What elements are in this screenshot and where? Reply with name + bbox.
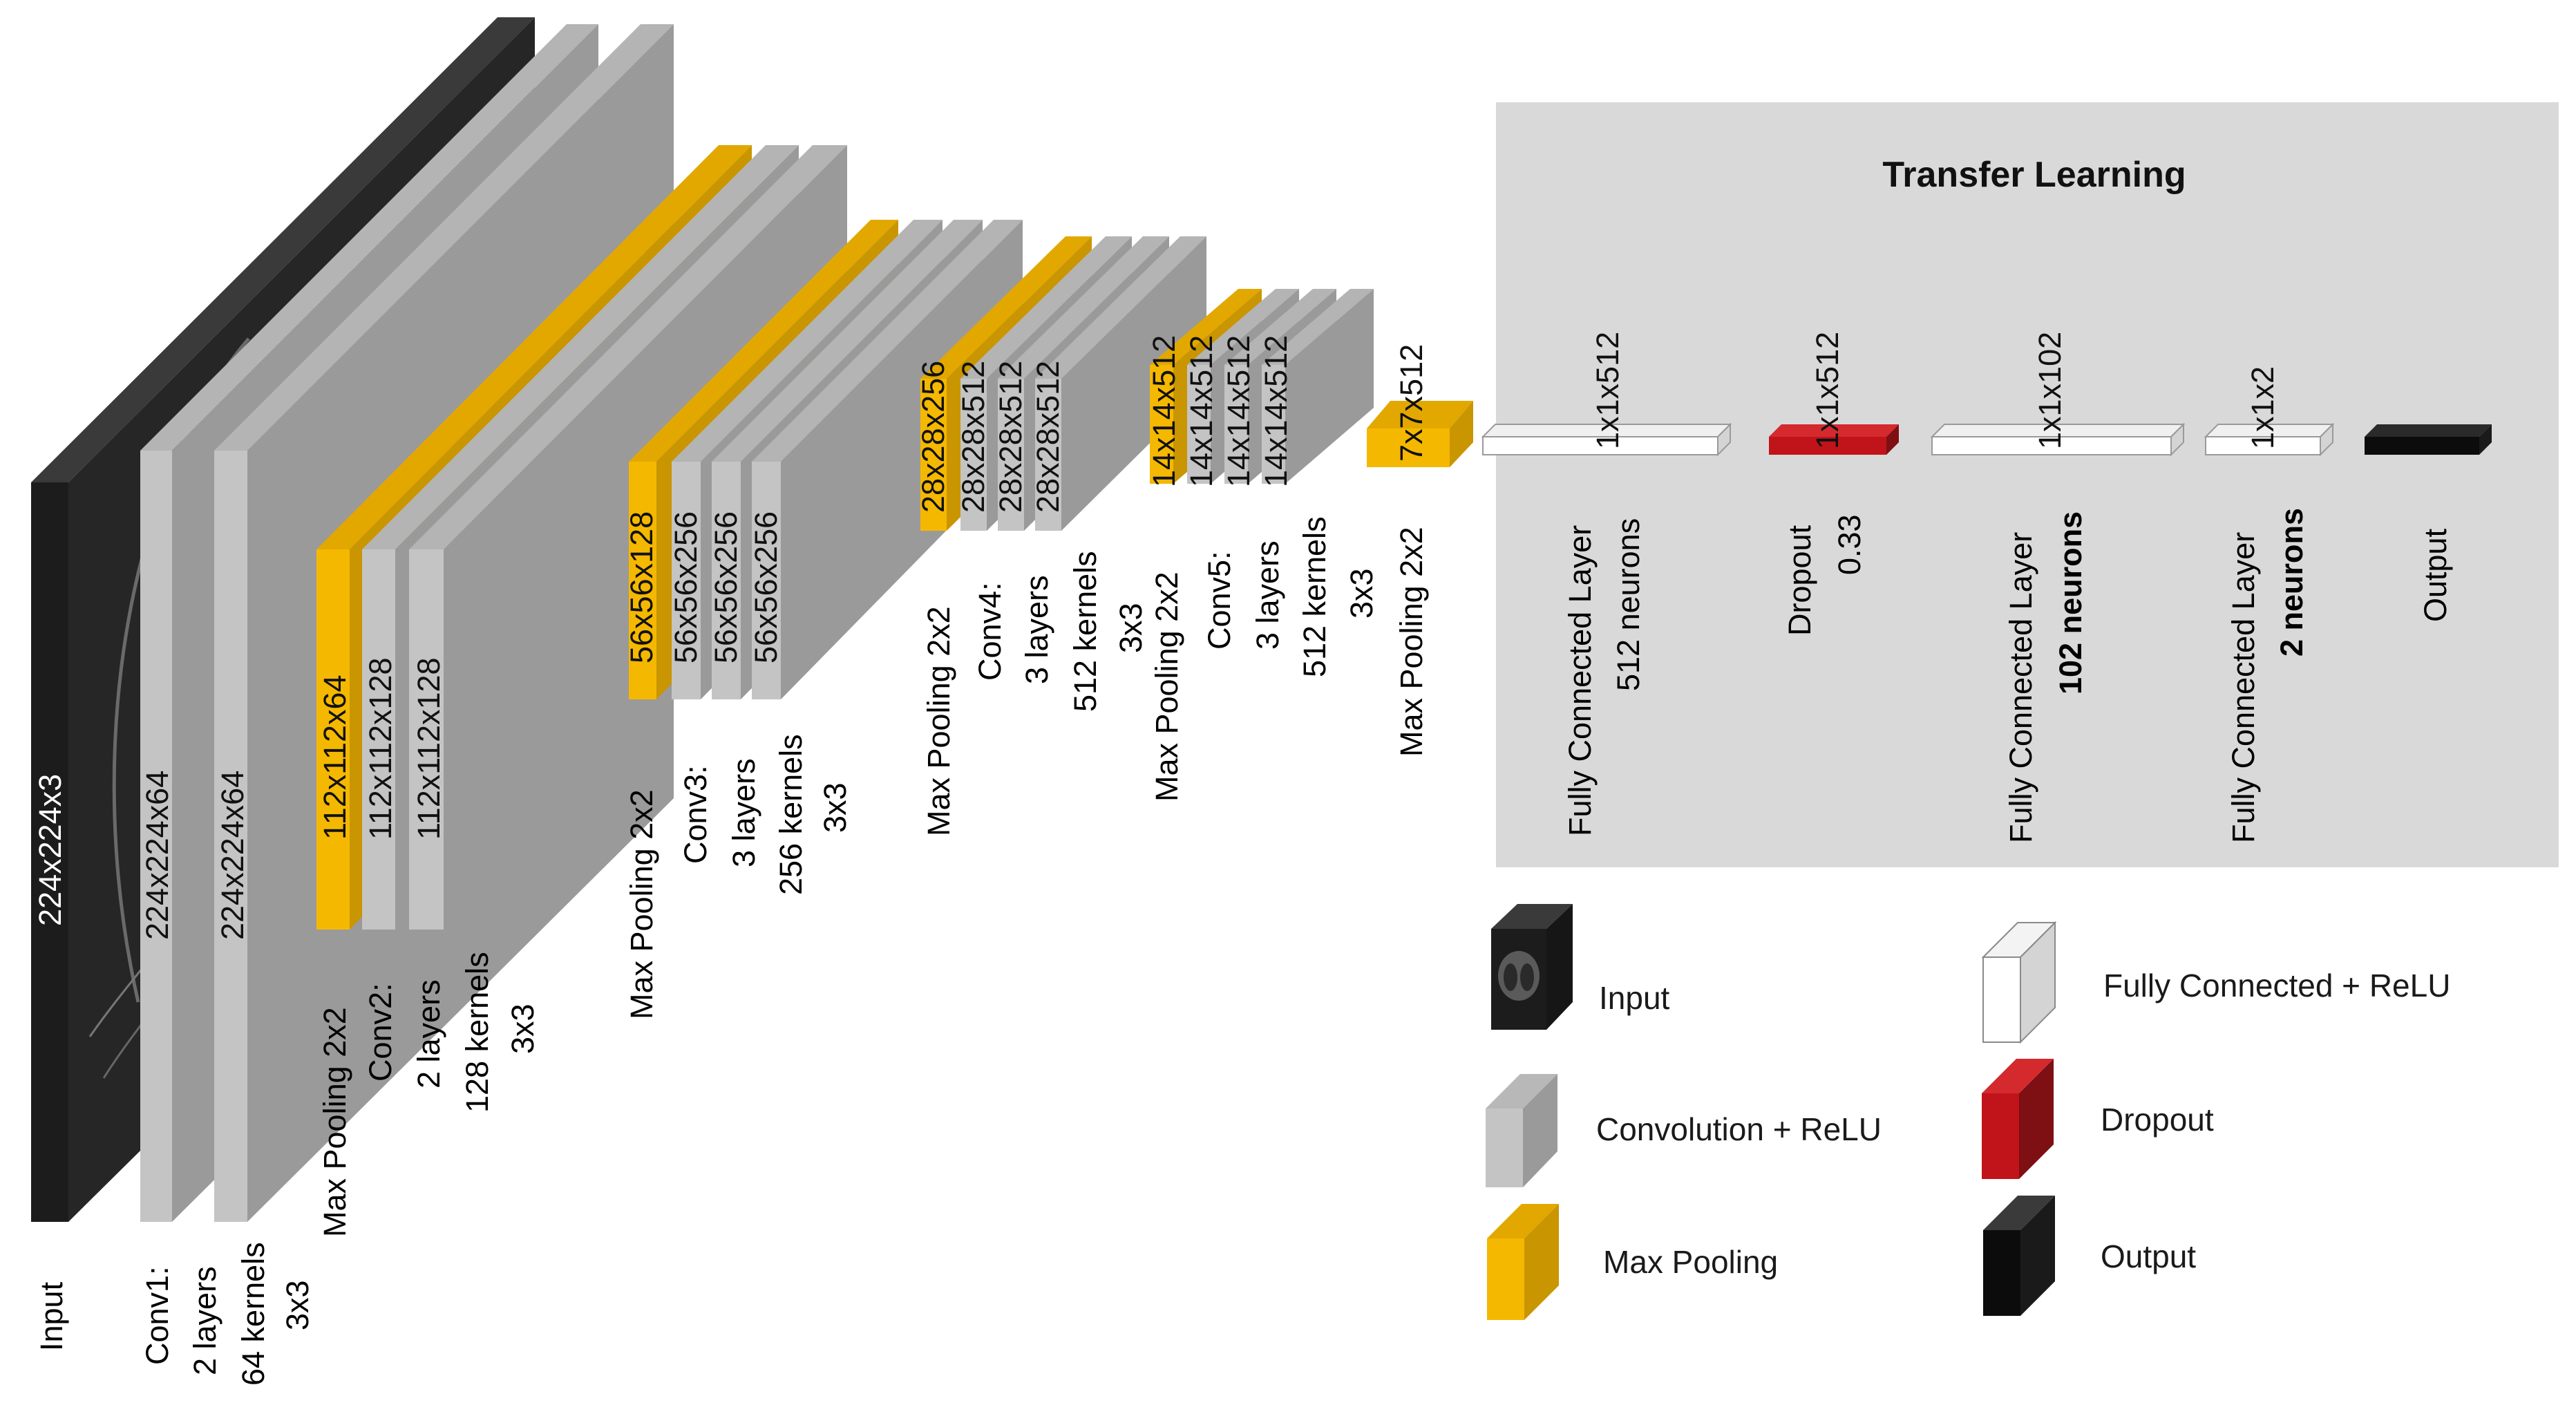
svg-text:Input: Input bbox=[34, 1281, 69, 1351]
conv5-dim-label-1: 14x14x512 bbox=[1184, 335, 1219, 487]
transfer-learning-panel bbox=[1496, 102, 2559, 867]
conv4-dim-label-3: 28x28x512 bbox=[1030, 361, 1066, 513]
conv3-stage-label: Conv3: 3 layers 256 kernels 3x3 bbox=[678, 734, 853, 895]
pool2-dim-label: 56x56x128 bbox=[624, 511, 659, 663]
pool1-dim-label: 112x112x64 bbox=[317, 675, 352, 840]
svg-text:Conv5:: Conv5: bbox=[1202, 551, 1237, 650]
svg-text:512 kernels: 512 kernels bbox=[1297, 516, 1332, 677]
svg-text:3x3: 3x3 bbox=[505, 1003, 540, 1054]
conv5-slab-3 bbox=[1262, 289, 1374, 484]
fc1-stage-label: Fully Connected Layer 512 neurons bbox=[1562, 518, 1646, 836]
svg-text:0.33: 0.33 bbox=[1832, 514, 1867, 575]
pool1-stage-label: Max Pooling 2x2 bbox=[317, 1007, 352, 1237]
pool5-dim-label: 7x7x512 bbox=[1394, 344, 1429, 462]
fc3-dim-label: 1x1x2 bbox=[2245, 366, 2280, 449]
svg-text:256 kernels: 256 kernels bbox=[773, 734, 808, 895]
svg-text:Max Pooling 2x2: Max Pooling 2x2 bbox=[624, 789, 659, 1019]
svg-text:3 layers: 3 layers bbox=[726, 758, 761, 867]
svg-text:Max Pooling 2x2: Max Pooling 2x2 bbox=[317, 1007, 352, 1237]
svg-text:Max Pooling 2x2: Max Pooling 2x2 bbox=[1394, 527, 1429, 757]
legend-dropout-icon bbox=[1982, 1059, 2054, 1179]
fc3-bar bbox=[2204, 422, 2335, 457]
legend-fc-label: Fully Connected + ReLU bbox=[2103, 968, 2450, 1003]
legend-dropout-label: Dropout bbox=[2101, 1102, 2214, 1138]
svg-text:3x3: 3x3 bbox=[280, 1280, 315, 1330]
svg-text:3x3: 3x3 bbox=[1113, 603, 1148, 653]
conv4-dim-label-2: 28x28x512 bbox=[993, 361, 1028, 513]
conv1-stage-label: Conv1: 2 layers 64 kernels 3x3 bbox=[140, 1242, 315, 1386]
fc2-dim-label: 1x1x102 bbox=[2032, 332, 2067, 449]
input-stage-label: Input bbox=[34, 1281, 69, 1351]
conv3-dim-label-2: 56x56x256 bbox=[708, 511, 744, 663]
conv5-dim-label-2: 14x14x512 bbox=[1221, 335, 1256, 487]
svg-text:3 layers: 3 layers bbox=[1250, 540, 1285, 650]
svg-text:3x3: 3x3 bbox=[817, 782, 853, 833]
pool3-stage-label: Max Pooling 2x2 bbox=[921, 606, 956, 836]
conv5-dim-label-3: 14x14x512 bbox=[1258, 335, 1294, 487]
legend: Input Convolution + ReLU Max Pooling Ful… bbox=[1486, 904, 2450, 1320]
svg-text:128 kernels: 128 kernels bbox=[460, 952, 495, 1113]
pool5-cube bbox=[1367, 401, 1473, 467]
conv4-dim-label-1: 28x28x512 bbox=[956, 361, 991, 513]
svg-text:Dropout: Dropout bbox=[1782, 525, 1817, 636]
fc2-stage-label: Fully Connected Layer 102 neurons bbox=[2003, 511, 2088, 843]
dropout-stage-label: Dropout 0.33 bbox=[1782, 514, 1867, 636]
conv1-dim-label-1: 224x224x64 bbox=[140, 771, 175, 940]
svg-text:2 layers: 2 layers bbox=[187, 1266, 222, 1375]
svg-text:Max Pooling 2x2: Max Pooling 2x2 bbox=[921, 606, 956, 836]
svg-text:64 kernels: 64 kernels bbox=[236, 1242, 271, 1386]
svg-text:Max Pooling 2x2: Max Pooling 2x2 bbox=[1149, 572, 1184, 802]
legend-fc-icon bbox=[1981, 921, 2057, 1044]
conv3-dim-label-3: 56x56x256 bbox=[748, 511, 784, 663]
conv2-stage-label: Conv2: 2 layers 128 kernels 3x3 bbox=[363, 952, 540, 1113]
fc1-bar bbox=[1481, 422, 1732, 457]
output-stage-label: Output bbox=[2418, 528, 2453, 622]
legend-input-icon bbox=[1491, 904, 1573, 1030]
dropout-bar bbox=[1769, 424, 1899, 455]
conv5-stage-label: Conv5: 3 layers 512 kernels 3x3 bbox=[1202, 516, 1379, 677]
fc3-stage-label: Fully Connected Layer 2 neurons bbox=[2226, 508, 2309, 843]
svg-text:2 layers: 2 layers bbox=[411, 979, 446, 1088]
conv4-slab-3 bbox=[1035, 236, 1206, 531]
transfer-learning-title: Transfer Learning bbox=[1882, 155, 2186, 195]
output-bar bbox=[2365, 424, 2492, 455]
conv3-dim-label-1: 56x56x256 bbox=[668, 511, 703, 663]
conv2-dim-label-2: 112x112x128 bbox=[411, 657, 446, 840]
conv2-dim-label-1: 112x112x128 bbox=[363, 657, 398, 840]
legend-conv-label: Convolution + ReLU bbox=[1596, 1111, 1882, 1147]
legend-output-icon bbox=[1983, 1196, 2055, 1316]
pool4-stage-label: Max Pooling 2x2 bbox=[1149, 572, 1184, 802]
svg-text:Fully Connected Layer: Fully Connected Layer bbox=[2003, 532, 2038, 843]
svg-text:512 kernels: 512 kernels bbox=[1068, 551, 1103, 712]
legend-input-label: Input bbox=[1599, 980, 1670, 1016]
fc2-bar bbox=[1930, 422, 2186, 457]
svg-text:512 neurons: 512 neurons bbox=[1611, 518, 1646, 691]
conv4-stage-label: Conv4: 3 layers 512 kernels 3x3 bbox=[972, 551, 1148, 712]
svg-text:Conv1:: Conv1: bbox=[140, 1266, 175, 1365]
svg-text:Conv3:: Conv3: bbox=[678, 765, 713, 864]
svg-text:Output: Output bbox=[2418, 528, 2453, 622]
svg-text:Fully Connected Layer: Fully Connected Layer bbox=[2226, 532, 2261, 843]
svg-text:3x3: 3x3 bbox=[1344, 568, 1379, 619]
conv1-dim-label-2: 224x224x64 bbox=[215, 771, 250, 940]
legend-pool-icon bbox=[1487, 1204, 1559, 1320]
pool2-stage-label: Max Pooling 2x2 bbox=[624, 789, 659, 1019]
dropout-dim-label: 1x1x512 bbox=[1810, 332, 1845, 449]
legend-conv-icon bbox=[1486, 1074, 1557, 1187]
svg-text:Fully Connected Layer: Fully Connected Layer bbox=[1562, 525, 1598, 836]
input-dim-label: 224x224x3 bbox=[32, 774, 68, 926]
pool3-dim-label: 28x28x256 bbox=[916, 361, 951, 513]
svg-text:Conv4:: Conv4: bbox=[972, 582, 1007, 681]
legend-pool-label: Max Pooling bbox=[1603, 1244, 1778, 1280]
pool5-stage-label: Max Pooling 2x2 bbox=[1394, 527, 1429, 757]
legend-output-label: Output bbox=[2101, 1238, 2196, 1274]
svg-text:3 layers: 3 layers bbox=[1019, 575, 1054, 684]
pool4-dim-label: 14x14x512 bbox=[1146, 335, 1182, 487]
svg-text:2 neurons: 2 neurons bbox=[2274, 508, 2309, 657]
fc1-dim-label: 1x1x512 bbox=[1590, 332, 1625, 449]
svg-text:102 neurons: 102 neurons bbox=[2053, 511, 2088, 695]
svg-text:Conv2:: Conv2: bbox=[363, 983, 398, 1082]
